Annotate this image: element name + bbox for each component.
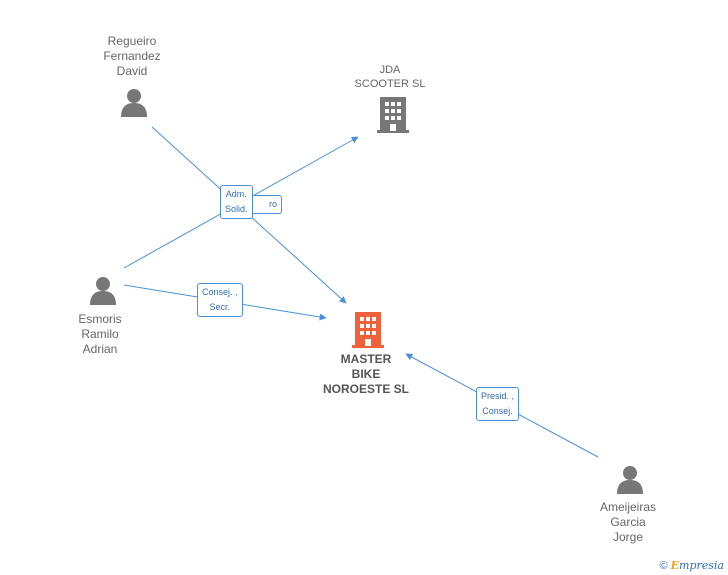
node-label-line: Adrian	[82, 342, 118, 356]
edge-label-line: ro	[268, 199, 277, 209]
brand-logo-e: E	[670, 559, 680, 572]
edge-label-line: Secr.	[209, 302, 231, 312]
node-label-line: David	[116, 64, 148, 78]
node-label-line: SCOOTER SL	[354, 78, 426, 90]
node-label-line: Ramilo	[81, 327, 119, 341]
edge-label-presid-consej[interactable]: Presid. , Consej.	[476, 387, 520, 421]
node-label-master[interactable]: MASTER BIKE NOROESTE SL	[318, 352, 414, 397]
building-icon[interactable]	[377, 97, 409, 133]
person-icon[interactable]	[617, 466, 643, 494]
person-icon[interactable]	[90, 277, 116, 305]
copyright-icon: ©	[659, 560, 668, 572]
edge-label-line: Consej.	[482, 406, 513, 416]
node-label-line: NOROESTE SL	[322, 382, 409, 396]
node-label-ameijeiras[interactable]: Ameijeiras Garcia Jorge	[588, 500, 668, 545]
brand-logo: Empresia	[671, 559, 724, 572]
node-label-line: MASTER	[340, 352, 392, 366]
edge-label-line: Solid.	[225, 204, 248, 214]
node-label-line: JDA	[379, 64, 401, 76]
node-label-regueiro[interactable]: Regueiro Fernandez David	[92, 34, 172, 79]
edge-label-line: Presid. ,	[481, 391, 515, 401]
node-label-line: BIKE	[351, 367, 381, 381]
brand-logo-text: mpresia	[679, 559, 724, 572]
node-label-line: Jorge	[612, 530, 644, 544]
person-icon[interactable]	[121, 89, 147, 117]
node-label-line: Fernandez	[103, 49, 161, 63]
edge-label-consej-secr[interactable]: Consej. , Secr.	[197, 283, 243, 317]
edge-label-line: Consej. ,	[202, 287, 238, 297]
node-label-jda[interactable]: JDA SCOOTER SL	[350, 63, 430, 91]
edge-label-adm-solid[interactable]: Adm. Solid.	[220, 185, 253, 219]
node-label-line: Regueiro	[107, 34, 157, 48]
edge-label-line: Adm.	[225, 189, 247, 199]
node-label-line: Esmoris	[78, 312, 122, 326]
node-label-line: Ameijeiras	[599, 500, 656, 514]
building-icon[interactable]	[352, 312, 384, 348]
footer-brand: © Empresia	[659, 559, 724, 572]
node-label-line: Garcia	[610, 515, 646, 529]
node-label-esmoris[interactable]: Esmoris Ramilo Adrian	[60, 312, 140, 357]
